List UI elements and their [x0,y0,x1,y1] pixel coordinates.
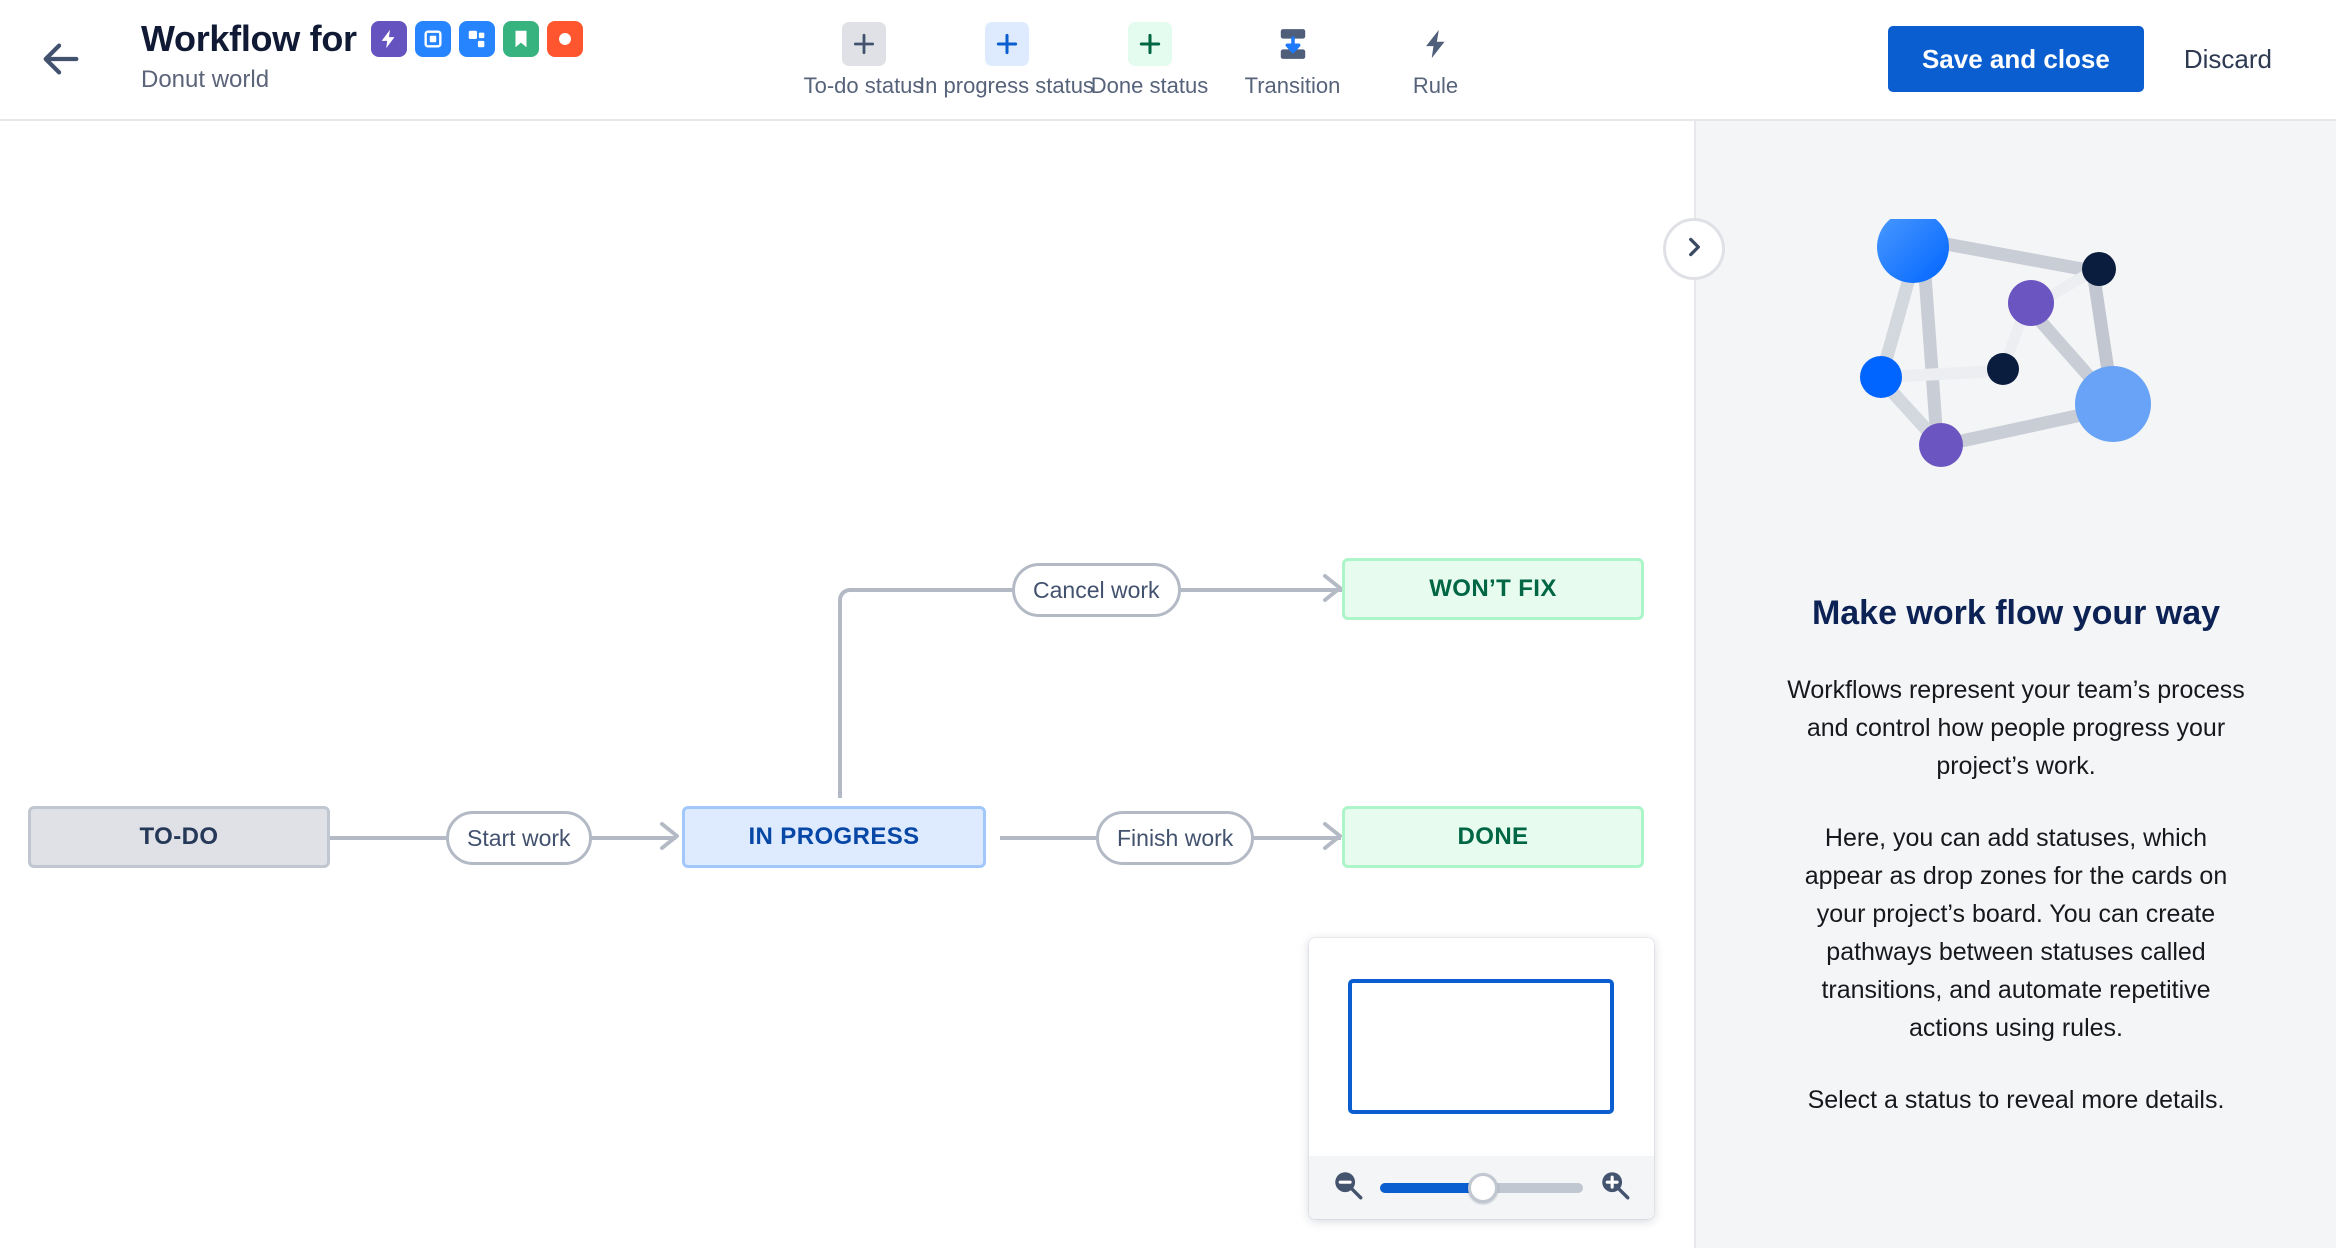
panel-paragraph-2: Here, you can add statuses, which appear… [1804,824,2228,1042]
workflow-canvas[interactable]: TO-DO IN PROGRESS WON’T FIX DONE Start w… [0,121,1694,1248]
workflow-network-illustration [1851,211,2181,549]
save-and-close-button[interactable]: Save and close [1887,26,2144,92]
transition-pill-finish-work-label: Finish work [1117,824,1234,851]
app-icon-group [370,21,583,57]
transition-pill-start-work-label: Start work [467,824,571,851]
transition-pill-cancel-work[interactable]: Cancel work [1012,563,1181,617]
circle-record-icon [546,21,583,57]
status-node-wont-fix-label: WON’T FIX [1429,575,1557,602]
edge-corner-cancel [838,588,864,614]
zoom-out-icon[interactable] [1331,1168,1365,1207]
zoom-in-icon[interactable] [1598,1168,1632,1207]
panel-paragraph-1: Workflows represent your team’s process … [1787,676,2245,780]
info-side-panel: Make work flow your way Workflows repres… [1694,121,2336,1248]
edge-todo-to-start-work [330,836,446,840]
add-transition-label: Transition [1244,73,1341,98]
status-node-wont-fix[interactable]: WON’T FIX [1342,558,1644,620]
add-todo-status-label: To-do status [803,73,924,98]
header-actions: Save and close Discard [1887,26,2288,92]
status-node-done[interactable]: DONE [1342,806,1644,868]
canvas-minimap[interactable] [1309,938,1654,1219]
board-square-icon [414,21,451,57]
discard-button[interactable]: Discard [2168,26,2288,92]
add-done-status-label: Done status [1090,73,1209,98]
automation-bolt-icon [370,21,407,57]
transition-pill-start-work[interactable]: Start work [446,811,592,865]
status-node-in-progress-label: IN PROGRESS [748,823,920,850]
bookmark-icon [502,21,539,57]
arrow-left-icon [38,36,84,87]
edge-start-work-to-inprogress [578,836,676,840]
minimap-viewport-rect[interactable] [1348,979,1614,1114]
page-title: Workflow for [141,18,357,59]
back-button[interactable] [38,38,84,84]
panel-title: Make work flow your way [1811,594,2221,632]
edge-corner-to-cancel-work [862,588,1012,592]
add-done-status-button[interactable]: Done status [1078,10,1221,100]
app-header: Workflow for [0,0,2336,121]
chevron-right-icon [1681,234,1707,265]
status-node-todo[interactable]: TO-DO [28,806,330,868]
zoom-slider[interactable] [1380,1172,1583,1203]
title-block: Workflow for [141,17,583,96]
canvas-toolbar: To-do status In progress status Done sta… [792,10,1507,100]
zoom-slider-knob[interactable] [1468,1172,1498,1203]
edge-inprogress-up [838,608,842,798]
subtask-nodes-icon [458,21,495,57]
plus-icon [841,22,886,66]
status-node-todo-label: TO-DO [139,823,219,850]
zoom-controls [1309,1156,1654,1219]
panel-paragraph-3: Select a status to reveal more details. [1807,1086,2225,1114]
transition-pill-cancel-work-label: Cancel work [1033,576,1160,603]
add-todo-status-button[interactable]: To-do status [792,10,935,100]
transition-pill-finish-work[interactable]: Finish work [1096,811,1255,865]
add-inprogress-status-button[interactable]: In progress status [919,10,1094,100]
plus-icon [984,22,1029,66]
collapse-panel-button[interactable] [1663,218,1725,280]
add-rule-label: Rule [1412,73,1459,98]
add-rule-button[interactable]: Rule [1364,10,1507,100]
zoom-slider-fill [1380,1182,1482,1193]
lightning-bolt-icon [1414,22,1458,66]
page-subtitle: Donut world [141,66,270,93]
plus-icon [1127,22,1172,66]
status-node-done-label: DONE [1457,823,1529,850]
edge-finish-work-to-done [1247,836,1341,840]
status-node-in-progress[interactable]: IN PROGRESS [682,806,986,868]
add-inprogress-status-label: In progress status [919,73,1094,98]
edge-cancel-work-to-wontfix [1168,588,1342,592]
edge-inprogress-to-finish-work [1000,836,1096,840]
transition-icon [1271,22,1315,66]
add-transition-button[interactable]: Transition [1221,10,1364,100]
